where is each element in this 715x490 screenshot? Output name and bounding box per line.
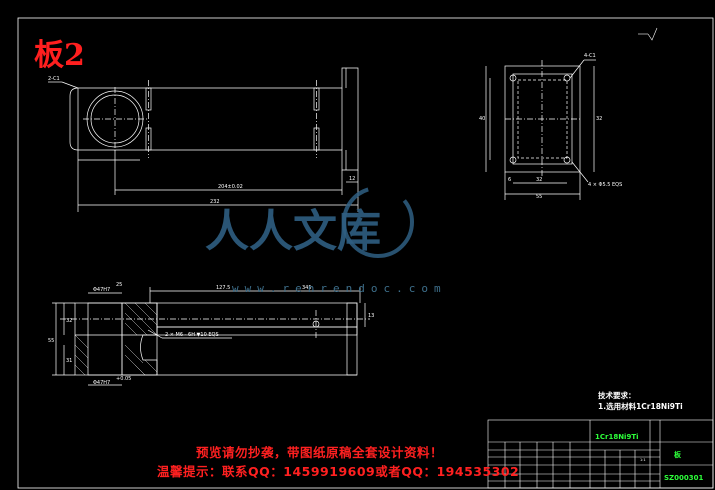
dim-height-b: 31 [66,358,72,364]
watermark-line-1: 预览请勿抄袭，带图纸原稿全套设计资料！ [196,445,444,460]
dim-plate-total: 55 [536,194,542,200]
title-block-part-name: 板 [674,450,682,459]
dim-plate-side-b: 32 [596,116,602,122]
dim-plate-holes: 4 × Φ5.5 EQS [588,182,622,188]
dim-thread-callout: 2 × M6 - 6H ▼10 EQS [165,332,219,338]
watermark-line-2: 温馨提示：联系QQ：1459919609或者QQ：194535302 [157,464,520,479]
dim-hole-spacing: 204±0.02 [218,184,243,190]
tech-note: 1.选用材料1Cr18Ni9Ti [598,402,683,411]
watermark-logo [342,186,414,258]
dim-plate-bottom-a: 6 [508,177,511,183]
dim-plate-chamfer: 4-C1 [584,53,596,59]
dim-small-tol: +0.05 [116,376,131,382]
dim-left-tol-top: Φ47H7 [93,287,110,293]
title-block-scale: 1:1 [640,458,646,462]
dim-depth-2: 345 [302,285,312,291]
dim-left-tol-bottom: Φ47H7 [93,380,110,386]
dim-depth-1: 127.5 [216,285,230,291]
main-plate-view [48,67,359,212]
dim-plate-side-a: 40 [479,116,485,122]
title-block-material: 1Cr18Ni9Ti [595,433,639,441]
section-view [52,287,370,386]
watermark-url: www.renrendoc.com [232,282,447,295]
dim-small-25-top: 25 [116,282,122,288]
roughness-symbol [638,27,658,41]
title-block-drawing-number: SZ000301 [664,474,703,482]
dim-edge-offset: 12 [349,176,355,182]
dim-right: 13 [368,313,374,319]
watermark-brand: 人人文库 [205,206,381,257]
tech-heading: 技术要求： [598,391,636,400]
watermark-ring [342,186,414,258]
drawing-title: 板2 [34,38,85,73]
dim-2c1: 2-C1 [48,76,60,82]
title-block [487,419,714,489]
dim-height-a: 32 [66,318,72,324]
dim-overall-length: 232 [210,199,220,205]
drawing-border [17,17,714,489]
dim-height-left: 55 [48,338,54,344]
dim-plate-bottom-b: 32 [536,177,542,183]
square-plate-view [485,59,596,200]
